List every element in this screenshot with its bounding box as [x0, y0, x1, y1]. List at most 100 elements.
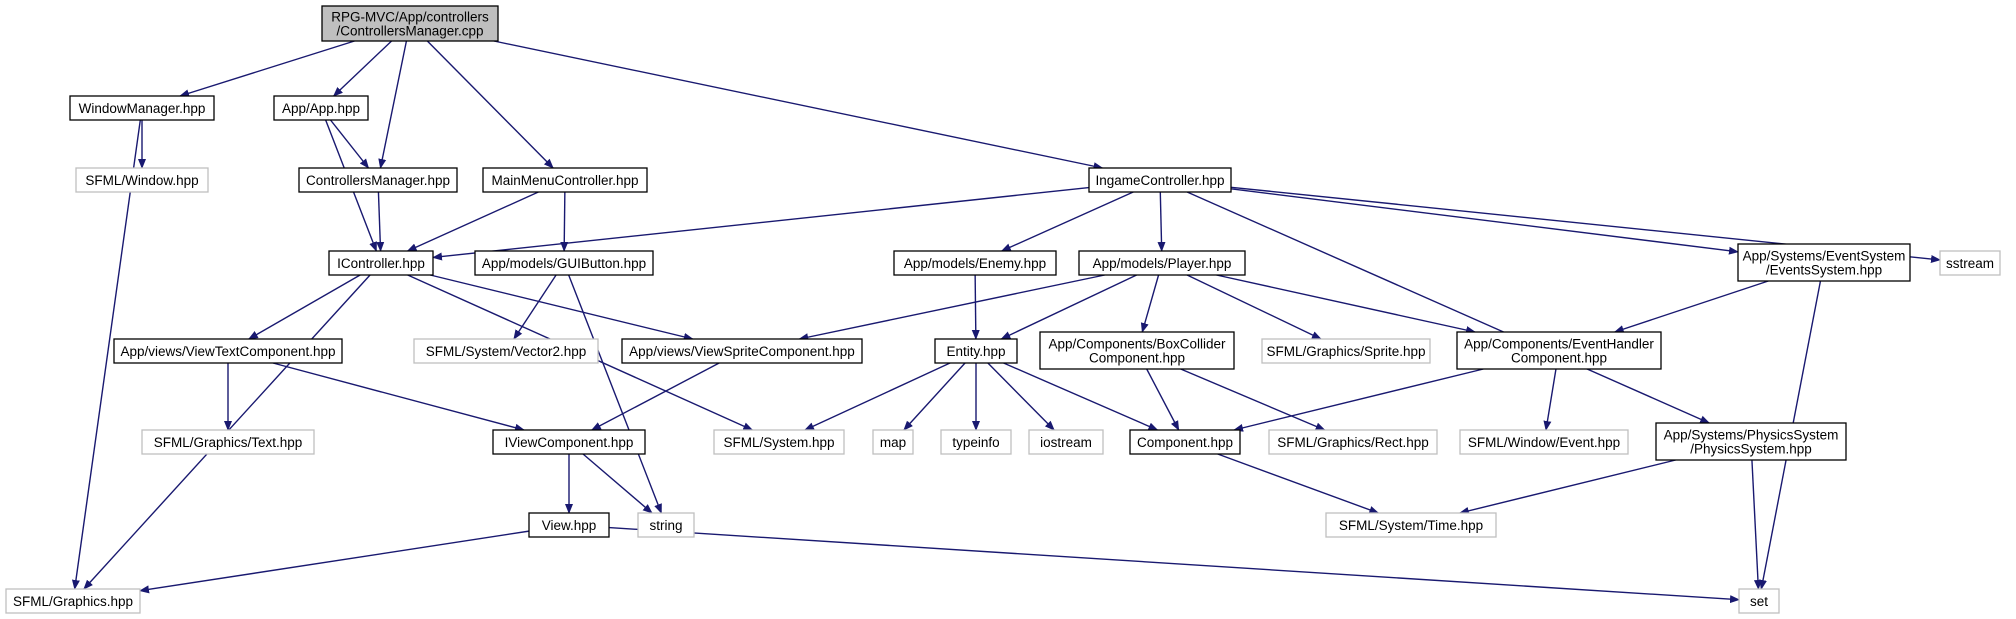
node-label: View.hpp [542, 518, 597, 533]
node-sfsystem: SFML/System.hpp [713, 429, 845, 455]
node-box [492, 429, 646, 455]
edge-ctrlmgr-to-icontroller [376, 191, 385, 252]
node-viewsprite[interactable]: App/views/ViewSpriteComponent.hpp [621, 338, 863, 364]
node-label: SFML/Graphics/Rect.hpp [1277, 435, 1429, 450]
node-label: sstream [1946, 256, 1994, 271]
node-label: Component.hpp [1137, 435, 1233, 450]
edge-entity-to-sfsystem [804, 362, 951, 431]
node-box [872, 429, 914, 455]
node-box [1268, 429, 1438, 455]
node-sfwindow: SFML/Window.hpp [75, 167, 209, 193]
edge-boxcollider-to-sfrect [1180, 368, 1326, 431]
node-label: SFML/System/Vector2.hpp [426, 344, 587, 359]
edge-ingame-to-eventsys [1230, 188, 1739, 255]
node-label: IngameController.hpp [1095, 173, 1224, 188]
node-box [934, 338, 1018, 364]
node-player[interactable]: App/models/Player.hpp [1078, 250, 1246, 276]
edge-player-to-sfsprite [1186, 274, 1322, 340]
edge-entity-to-component [1003, 362, 1159, 431]
node-box [5, 588, 141, 614]
node-sfrect: SFML/Graphics/Rect.hpp [1268, 429, 1438, 455]
node-box [1039, 331, 1235, 370]
edge-ingame-to-enemy [1000, 191, 1134, 252]
node-ingame[interactable]: IngameController.hpp [1088, 167, 1232, 193]
node-box [273, 95, 369, 121]
node-sfevent: SFML/Window/Event.hpp [1459, 429, 1629, 455]
edge-component-to-sftime [1217, 453, 1380, 514]
node-label: string [649, 518, 682, 533]
nodes-layer: RPG-MVC/App/controllers/ControllersManag… [5, 5, 2001, 614]
node-typeinfo: typeinfo [940, 429, 1012, 455]
node-sfsprite: SFML/Graphics/Sprite.hpp [1261, 338, 1431, 364]
node-physics[interactable]: App/Systems/PhysicsSystem/PhysicsSystem.… [1655, 422, 1847, 461]
node-box [321, 5, 499, 42]
node-label: MainMenuController.hpp [491, 173, 638, 188]
node-label: App/Systems/EventSystem [1743, 249, 1906, 264]
node-label: App/views/ViewTextComponent.hpp [120, 344, 335, 359]
node-box [1325, 512, 1497, 538]
node-windowmgr[interactable]: WindowManager.hpp [69, 95, 215, 121]
edge-boxcollider-to-component [1146, 368, 1180, 431]
edge-view-to-set [608, 526, 1740, 604]
node-label: App/views/ViewSpriteComponent.hpp [629, 344, 855, 359]
node-guibutton[interactable]: App/models/GUIButton.hpp [474, 250, 654, 276]
node-apphpp[interactable]: App/App.hpp [273, 95, 369, 121]
node-viewtext[interactable]: App/views/ViewTextComponent.hpp [113, 338, 343, 364]
node-label: /EventsSystem.hpp [1766, 263, 1882, 278]
edge-enemy-to-entity [971, 274, 980, 340]
node-box [1088, 167, 1232, 193]
node-label: WindowManager.hpp [79, 101, 206, 116]
edge-viewtext-to-iviewcomp [272, 362, 525, 432]
node-label: IController.hpp [337, 256, 425, 271]
node-box [482, 167, 648, 193]
node-set: set [1738, 588, 1780, 614]
node-root[interactable]: RPG-MVC/App/controllers/ControllersManag… [321, 5, 499, 42]
node-box [69, 95, 215, 121]
edge-mainmenu-to-guibutton [560, 191, 569, 252]
edge-root-to-ctrlmgr [378, 40, 408, 169]
node-iviewcomp[interactable]: IViewComponent.hpp [492, 429, 646, 455]
node-entity[interactable]: Entity.hpp [934, 338, 1018, 364]
node-eventsys[interactable]: App/Systems/EventSystem/EventsSystem.hpp [1737, 243, 1911, 282]
node-label: set [1750, 594, 1768, 609]
node-box [328, 250, 434, 276]
edge-player-to-entity [1000, 274, 1137, 340]
node-label: SFML/Graphics/Text.hpp [154, 435, 303, 450]
node-box [413, 338, 599, 364]
node-box [113, 338, 343, 364]
node-label: /PhysicsSystem.hpp [1690, 442, 1812, 457]
node-box [1939, 250, 2001, 276]
node-view[interactable]: View.hpp [528, 512, 610, 538]
edge-root-to-ingame [493, 40, 1104, 171]
node-map: map [872, 429, 914, 455]
edge-ingame-to-player [1157, 191, 1166, 252]
node-icontroller[interactable]: IController.hpp [328, 250, 434, 276]
node-box [940, 429, 1012, 455]
node-box [1028, 429, 1104, 455]
node-sftime: SFML/System/Time.hpp [1325, 512, 1497, 538]
node-box [621, 338, 863, 364]
node-box [1738, 588, 1780, 614]
node-box [141, 429, 315, 455]
edge-root-to-apphpp [332, 40, 393, 97]
edge-player-to-boxcollider [1140, 274, 1160, 333]
node-box [713, 429, 845, 455]
node-ctrlmgr[interactable]: ControllersManager.hpp [298, 167, 458, 193]
node-box [1456, 331, 1662, 370]
node-component[interactable]: Component.hpp [1129, 429, 1241, 455]
edge-guibutton-to-sfvector2 [513, 274, 557, 340]
node-label: App/Systems/PhysicsSystem [1664, 428, 1839, 443]
edge-icontroller-to-viewtext [247, 274, 361, 340]
node-sftext: SFML/Graphics/Text.hpp [141, 429, 315, 455]
edge-eventsys-to-eventhandler [1613, 280, 1769, 333]
node-mainmenu[interactable]: MainMenuController.hpp [482, 167, 648, 193]
edge-guibutton-to-string [568, 274, 662, 514]
node-label: App/models/GUIButton.hpp [482, 256, 646, 271]
edge-entity-to-map [903, 362, 966, 431]
node-enemy[interactable]: App/models/Enemy.hpp [893, 250, 1057, 276]
node-box [1129, 429, 1241, 455]
node-label: IViewComponent.hpp [505, 435, 634, 450]
